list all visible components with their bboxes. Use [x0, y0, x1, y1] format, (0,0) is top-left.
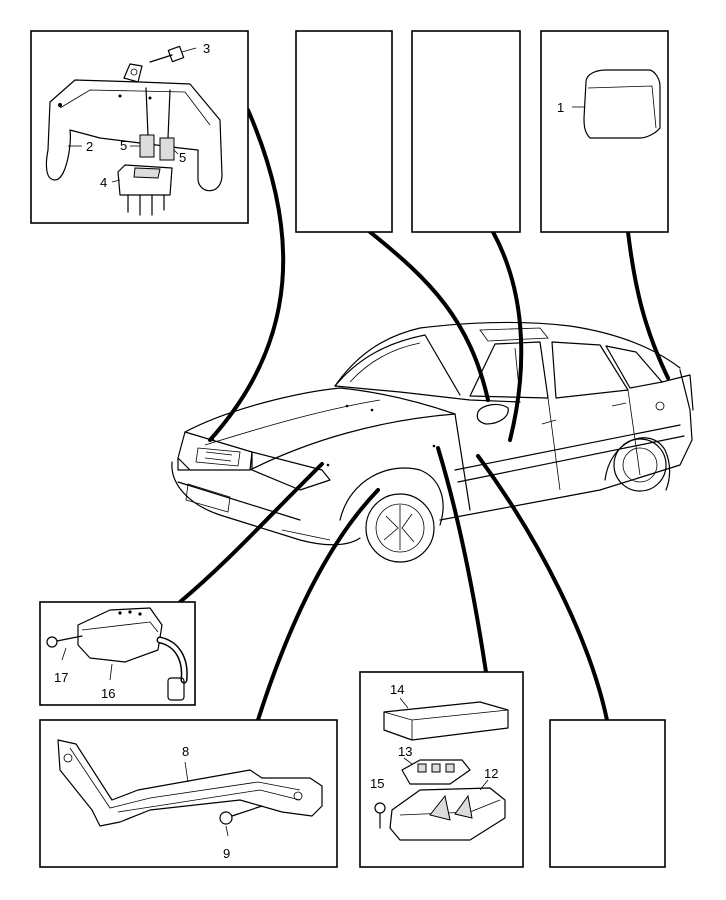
- callout-2: 2: [86, 139, 93, 154]
- callout-16: 16: [101, 686, 115, 701]
- panel-empty-b: [411, 30, 521, 233]
- callout-3: 3: [203, 41, 210, 56]
- leader-module-17: [178, 462, 324, 604]
- callout-5a: 5: [120, 138, 127, 153]
- callout-1: 1: [557, 100, 564, 115]
- front-wheel: [365, 493, 435, 563]
- callout-12: 12: [484, 766, 498, 781]
- panel-empty-d: [549, 719, 666, 868]
- leader-lines: [178, 108, 670, 722]
- box-module-1: [540, 30, 669, 233]
- callout-4: 4: [100, 175, 107, 190]
- leader-panel-d: [476, 454, 609, 722]
- box-module-16-17: [39, 601, 196, 706]
- leader-panel-c: [626, 230, 670, 380]
- callout-8: 8: [182, 744, 189, 759]
- leader-box-12: [436, 446, 488, 674]
- callout-17: 17: [54, 670, 68, 685]
- box-bracket-8-9: [39, 719, 338, 868]
- box-relay-bracket: [30, 30, 249, 224]
- callout-13: 13: [398, 744, 412, 759]
- callout-14: 14: [390, 682, 404, 697]
- leader-bracket-8: [256, 488, 380, 722]
- leader-panel-a: [368, 230, 490, 402]
- leader-top-left: [208, 108, 286, 442]
- callout-15: 15: [370, 776, 384, 791]
- callout-labels: 3 2 5 5 4 1 17 16 8 9 14 13 12 15: [54, 41, 564, 861]
- panel-empty-a: [295, 30, 393, 233]
- car-illustration: [171, 321, 694, 563]
- callout-9: 9: [223, 846, 230, 861]
- box-fusebox-12-15: [359, 671, 524, 868]
- callout-5b: 5: [179, 150, 186, 165]
- rear-wheel: [613, 438, 667, 492]
- leader-panel-b: [491, 230, 524, 442]
